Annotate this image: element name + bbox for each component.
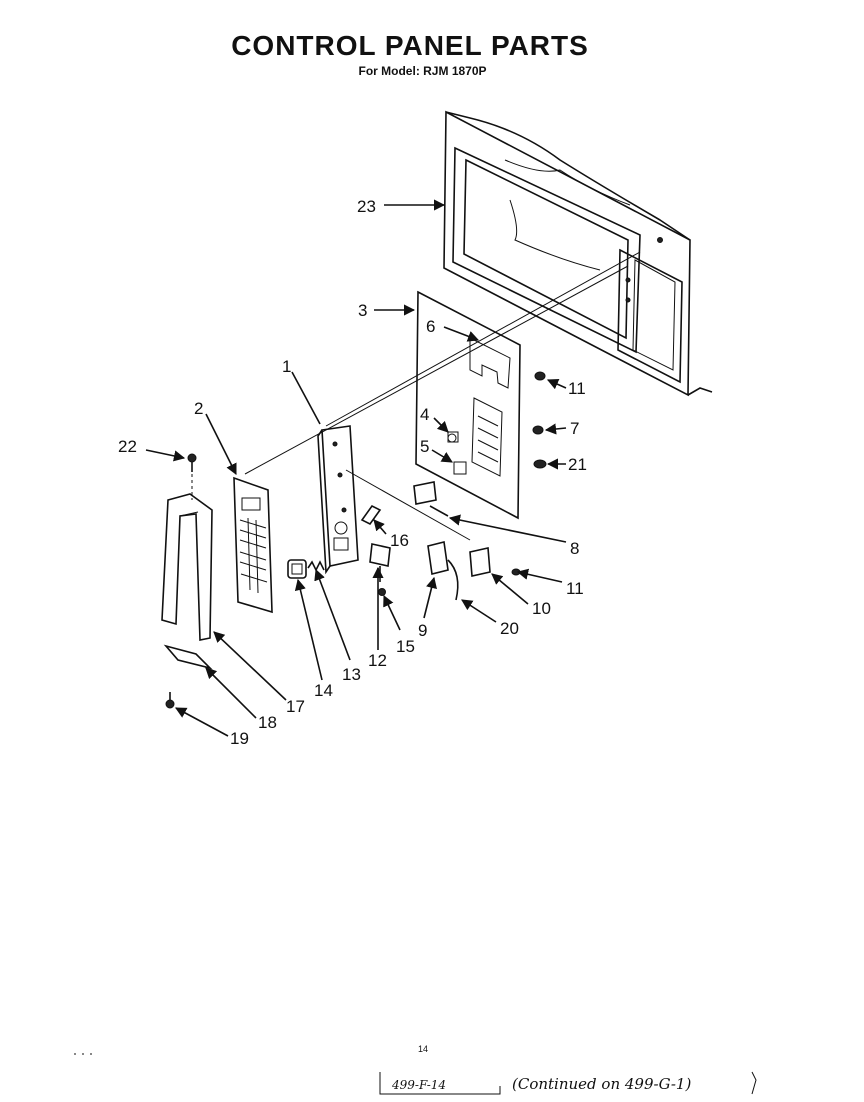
callout-19: 19 (230, 729, 249, 748)
part-13-spring (307, 560, 325, 572)
part-11-screws (532, 371, 546, 435)
callout-2: 2 (194, 399, 203, 418)
footer-bracket (74, 1053, 757, 1095)
part-4-standoff (447, 433, 457, 443)
callout-7: 7 (570, 419, 579, 438)
callout-5: 5 (420, 437, 429, 456)
part-22-screw (187, 453, 197, 500)
continued-note: (Continued on 499-G-1) (512, 1075, 692, 1093)
assembly-guide-lines (244, 251, 641, 541)
callout-14: 14 (314, 681, 333, 700)
callout-20: 20 (500, 619, 519, 638)
callout-10: 10 (532, 599, 551, 618)
part-10-switch (469, 547, 521, 577)
callout-16: 16 (390, 531, 409, 550)
part-16-lever (360, 504, 382, 526)
part-14-button (287, 559, 307, 579)
page-code: 499-F-14 (392, 1078, 447, 1092)
callout-leaders (145, 199, 567, 737)
callout-6: 6 (426, 317, 435, 336)
part-1-control-bracket (317, 425, 359, 575)
part-17-trim-strip (161, 493, 213, 641)
callout-4: 4 (420, 405, 429, 424)
callout-15: 15 (396, 637, 415, 656)
callout-23: 23 (357, 197, 376, 216)
callout-11-upper: 11 (568, 379, 586, 398)
callout-17: 17 (286, 697, 305, 716)
model-subtitle: For Model: RJM 1870P (358, 64, 487, 78)
callout-22: 22 (118, 437, 137, 456)
callout-labels: 23 3 6 1 11 2 4 7 22 5 21 16 8 11 10 20 … (118, 197, 587, 748)
page-title: CONTROL PANEL PARTS (231, 30, 589, 61)
footer-mark: 14 (418, 1044, 429, 1054)
callout-8: 8 (570, 539, 579, 558)
callout-3: 3 (358, 301, 367, 320)
callout-21: 21 (568, 455, 587, 474)
callout-13: 13 (342, 665, 361, 684)
part-21-screw (533, 459, 547, 469)
callout-11-lower: 11 (566, 579, 584, 598)
part-8-transformer (413, 481, 449, 517)
part-2-touch-panel (233, 476, 273, 614)
part-12-switch (369, 543, 391, 582)
callout-9: 9 (418, 621, 427, 640)
part-23-front-frame (443, 110, 713, 397)
part-18-bottom-cap (163, 644, 213, 670)
part-9-relay (427, 541, 459, 601)
callout-12: 12 (368, 651, 387, 670)
part-15-screw (378, 588, 386, 596)
callout-18: 18 (258, 713, 277, 732)
part-19-screw (165, 692, 175, 709)
callout-1: 1 (282, 357, 291, 376)
